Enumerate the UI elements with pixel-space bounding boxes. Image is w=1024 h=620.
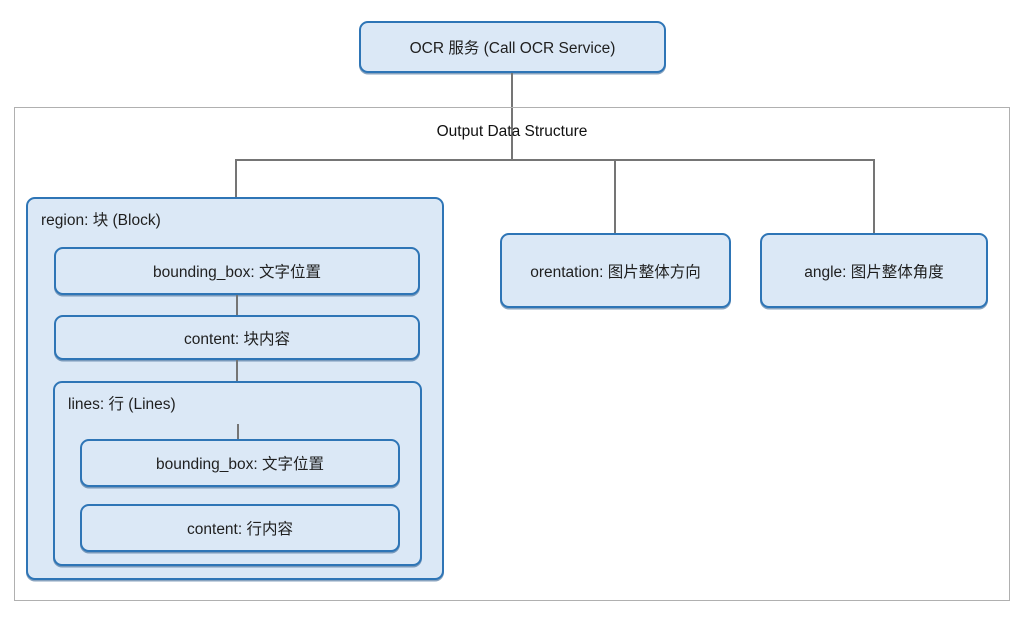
node-region-bounding-box-label: bounding_box: 文字位置 bbox=[152, 264, 321, 281]
output-structure-container bbox=[14, 107, 1010, 601]
node-ocr-service-label: OCR 服务 (Call OCR Service) bbox=[409, 40, 616, 57]
node-lines-content-label: content: 行内容 bbox=[187, 521, 293, 538]
node-lines-group-label: lines: 行 (Lines) bbox=[68, 396, 176, 413]
edge-branch-to-region bbox=[235, 159, 237, 197]
node-region-content-label: content: 块内容 bbox=[184, 330, 290, 348]
node-region-bounding-box: bounding_box: 文字位置 bbox=[54, 247, 420, 295]
edge-content-to-lines bbox=[236, 360, 238, 381]
node-lines-group: lines: 行 (Lines) bounding_box: 文字位置 cont… bbox=[53, 381, 422, 566]
output-structure-title: Output Data Structure bbox=[436, 123, 588, 140]
edge-branch-to-orientation bbox=[614, 159, 616, 233]
node-region-block: region: 块 (Block) bounding_box: 文字位置 con… bbox=[26, 197, 444, 580]
edge-branch-to-angle bbox=[873, 159, 875, 233]
node-angle: angle: 图片整体角度 bbox=[760, 233, 988, 308]
edge-lines-to-boundingbox bbox=[237, 424, 239, 439]
node-region-block-label: region: 块 (Block) bbox=[41, 212, 161, 229]
node-ocr-service: OCR 服务 (Call OCR Service) bbox=[359, 21, 666, 73]
edge-boundingbox-to-content bbox=[236, 295, 238, 315]
node-angle-label: angle: 图片整体角度 bbox=[804, 263, 944, 281]
edge-root-to-structure bbox=[511, 73, 513, 160]
node-lines-bounding-box: bounding_box: 文字位置 bbox=[80, 439, 400, 487]
node-orientation-label: orentation: 图片整体方向 bbox=[530, 263, 701, 281]
node-orientation: orentation: 图片整体方向 bbox=[500, 233, 731, 308]
node-region-content: content: 块内容 bbox=[54, 315, 420, 360]
node-lines-content: content: 行内容 bbox=[80, 504, 400, 552]
node-lines-bounding-box-label: bounding_box: 文字位置 bbox=[155, 456, 324, 473]
edge-branch-horizontal bbox=[235, 159, 875, 161]
